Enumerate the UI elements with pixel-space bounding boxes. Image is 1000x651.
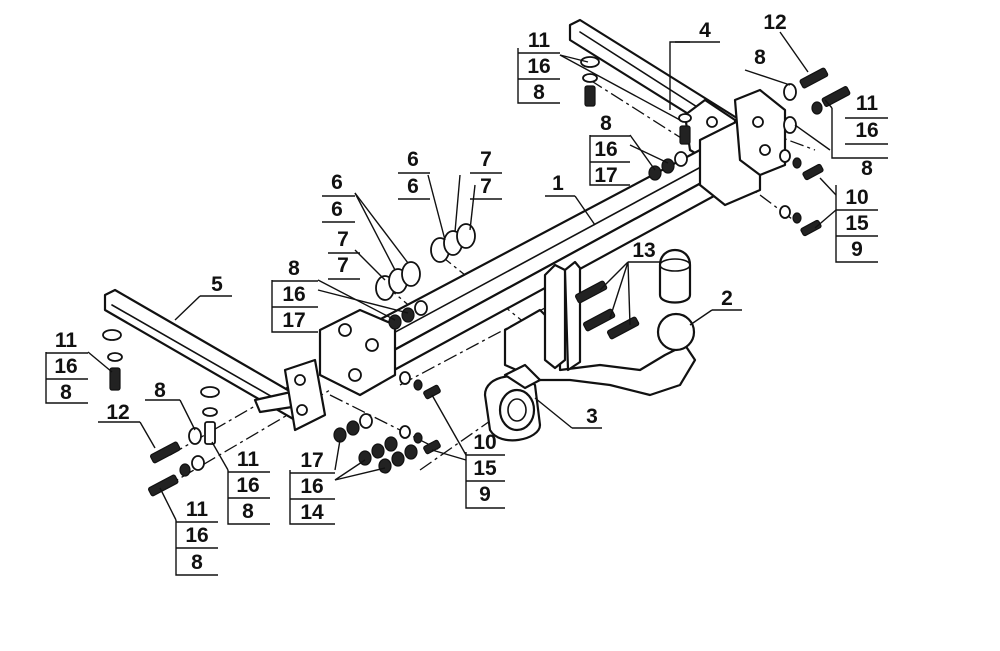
callout-8-left: 8 [154,379,166,402]
stack-top-mid-3: 17 [594,164,617,187]
stack-right1-2: 16 [855,119,878,142]
stack-bot-mid-3: 14 [300,501,324,524]
callout-4: 4 [699,19,711,42]
leader-lines [45,31,888,576]
stack-left-3: 8 [60,381,72,404]
callout-6a-bottom: 6 [331,198,343,221]
stack-bot-left1-3: 8 [242,500,254,523]
stack-bot-left2-3: 8 [191,551,203,574]
electrical-socket [483,363,542,442]
callout-7b-bottom: 7 [480,175,492,198]
side-rail-left [103,288,307,422]
fasteners [102,56,851,497]
callout-12-right: 12 [763,11,786,34]
stack-top-left-1: 11 [528,29,551,52]
callout-labels: 1 2 3 4 5 6 6 6 6 7 7 7 7 8 8 12 12 13 1… [54,11,878,574]
stack-right2-1: 10 [845,186,868,209]
stack-top-left-3: 8 [533,81,545,104]
stack-mid-3: 17 [282,309,305,332]
stack-top-left-2: 16 [527,55,550,78]
callout-6b-top: 6 [407,148,419,171]
spacer-stack-right [430,223,476,263]
callout-5: 5 [211,273,223,296]
stack-top-mid-2: 16 [594,138,617,161]
spacer-stack-left [375,261,421,301]
callout-7a-bottom: 7 [337,254,349,277]
stack-left-1: 11 [55,329,78,352]
callout-separators [46,52,888,549]
callout-7a-top: 7 [337,228,349,251]
stack-right2-2: 15 [845,212,869,235]
stack-bot-left1-2: 16 [236,474,259,497]
callout-3: 3 [586,405,598,428]
callout-1: 1 [552,172,564,195]
callout-6b-bottom: 6 [407,175,419,198]
stack-bot-right-1: 10 [473,431,496,454]
stack-bot-right-2: 15 [473,457,497,480]
stack-bot-left2-2: 16 [185,524,208,547]
stack-bot-mid-1: 17 [300,449,323,472]
callout-13: 13 [632,239,655,262]
stack-right1-3: 8 [861,157,873,180]
stack-bot-left2-1: 11 [186,498,209,521]
callout-2: 2 [721,287,733,310]
stack-mid-1: 8 [288,257,300,280]
stack-bot-left1-1: 11 [237,448,260,471]
stack-top-mid-1: 8 [600,112,612,135]
stack-bot-right-3: 9 [479,483,491,506]
callout-8-right: 8 [754,46,766,69]
callout-6a-top: 6 [331,171,343,194]
stack-right1-1: 11 [856,92,879,115]
callout-7b-top: 7 [480,148,492,171]
stack-mid-2: 16 [282,283,305,306]
tow-ball-assembly [503,249,697,397]
stack-bot-mid-2: 16 [300,475,323,498]
callout-12-left: 12 [106,401,129,424]
stack-right2-3: 9 [851,238,863,261]
stack-left-2: 16 [54,355,77,378]
